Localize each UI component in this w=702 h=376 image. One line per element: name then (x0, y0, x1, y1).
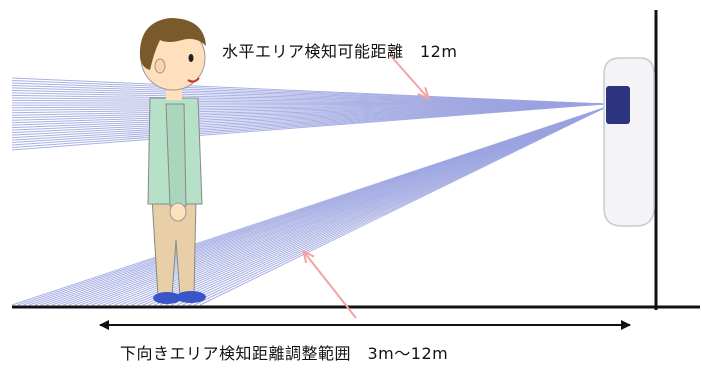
horizontal-pointer-arrow (389, 54, 428, 98)
person-mouth (187, 77, 200, 83)
downward-detection-beam (11, 107, 605, 306)
horizontal-range-label: 水平エリア検知可能距離 12m (222, 42, 458, 61)
sensor-body (603, 57, 655, 227)
downward-pointer-arrow (304, 252, 357, 319)
person-left-shoe (153, 292, 181, 304)
detection-beams (11, 77, 605, 306)
wall-mounted-sensor (603, 57, 655, 227)
person-figure (139, 18, 206, 304)
person-ear (154, 58, 166, 74)
person-hand (169, 202, 187, 222)
beam-ray (11, 103, 605, 151)
person-hair (139, 18, 206, 70)
downward-range-label: 下向きエリア検知距離調整範囲 3m～12m (120, 344, 449, 363)
person-right-shoe (176, 291, 206, 303)
person-arm (165, 103, 187, 207)
horizontal-detection-beam (11, 77, 605, 151)
beam-ray (199, 107, 605, 306)
person-eye (188, 54, 194, 62)
sensor-lens (606, 86, 630, 124)
